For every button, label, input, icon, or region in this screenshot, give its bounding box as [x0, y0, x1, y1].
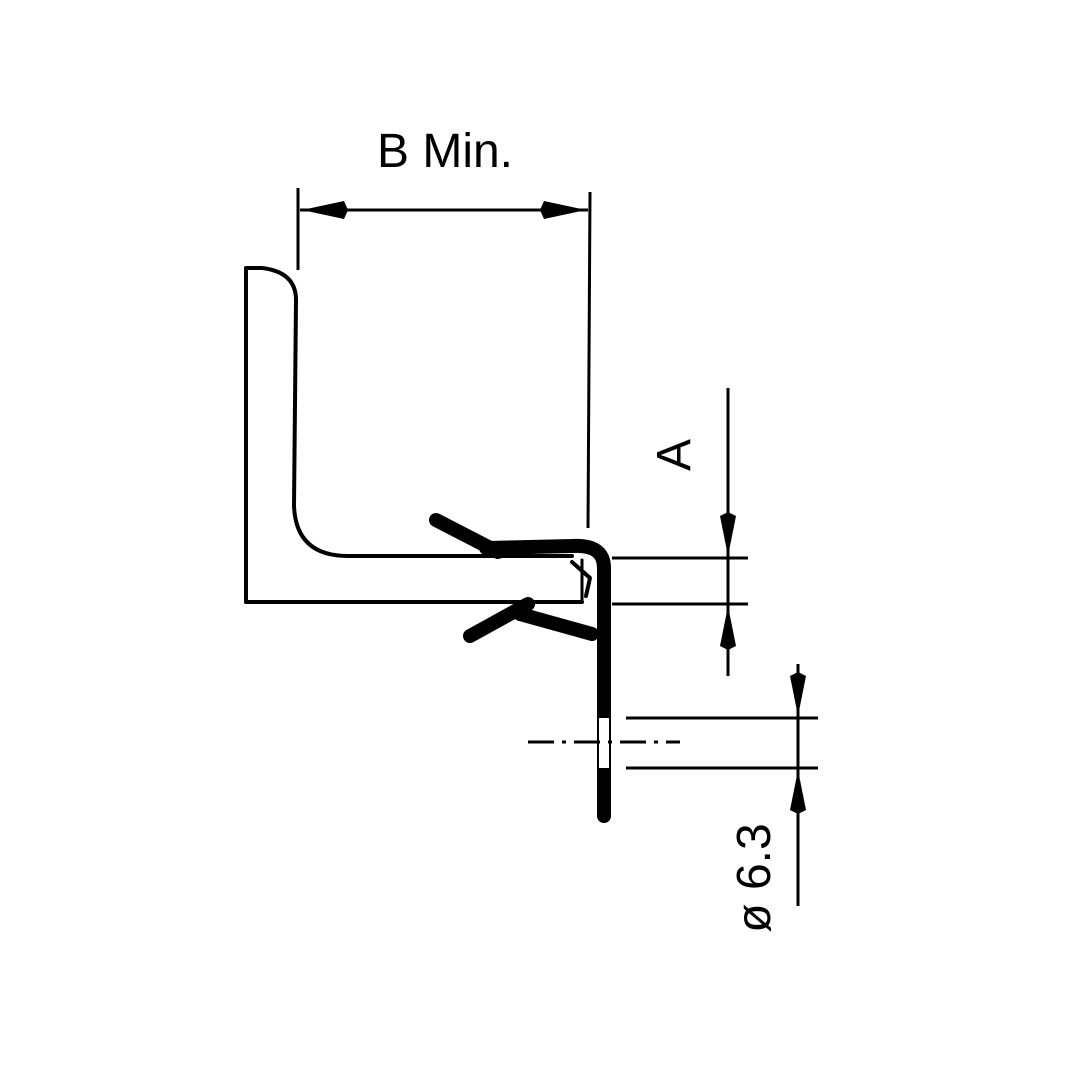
- mounting-hole: [599, 718, 609, 768]
- clip-upper-fin: [429, 513, 505, 559]
- a-arrow-top: [720, 512, 736, 556]
- clip-inner-hook: [570, 560, 592, 598]
- diameter-label: ø 6.3: [728, 823, 781, 932]
- hole-arrow-bottom: [790, 770, 806, 814]
- hole-arrow-top: [790, 672, 806, 716]
- clip-lower-leg: [513, 607, 599, 641]
- b-arrow-left: [302, 201, 348, 219]
- b-min-label: B Min.: [377, 125, 513, 178]
- a-arrow-bottom: [720, 606, 736, 650]
- panel-outline: [244, 266, 574, 604]
- b-arrow-right: [540, 201, 586, 219]
- b-extension-right: [586, 191, 592, 529]
- a-label: A: [648, 439, 701, 471]
- clip-top-flange: [479, 538, 611, 823]
